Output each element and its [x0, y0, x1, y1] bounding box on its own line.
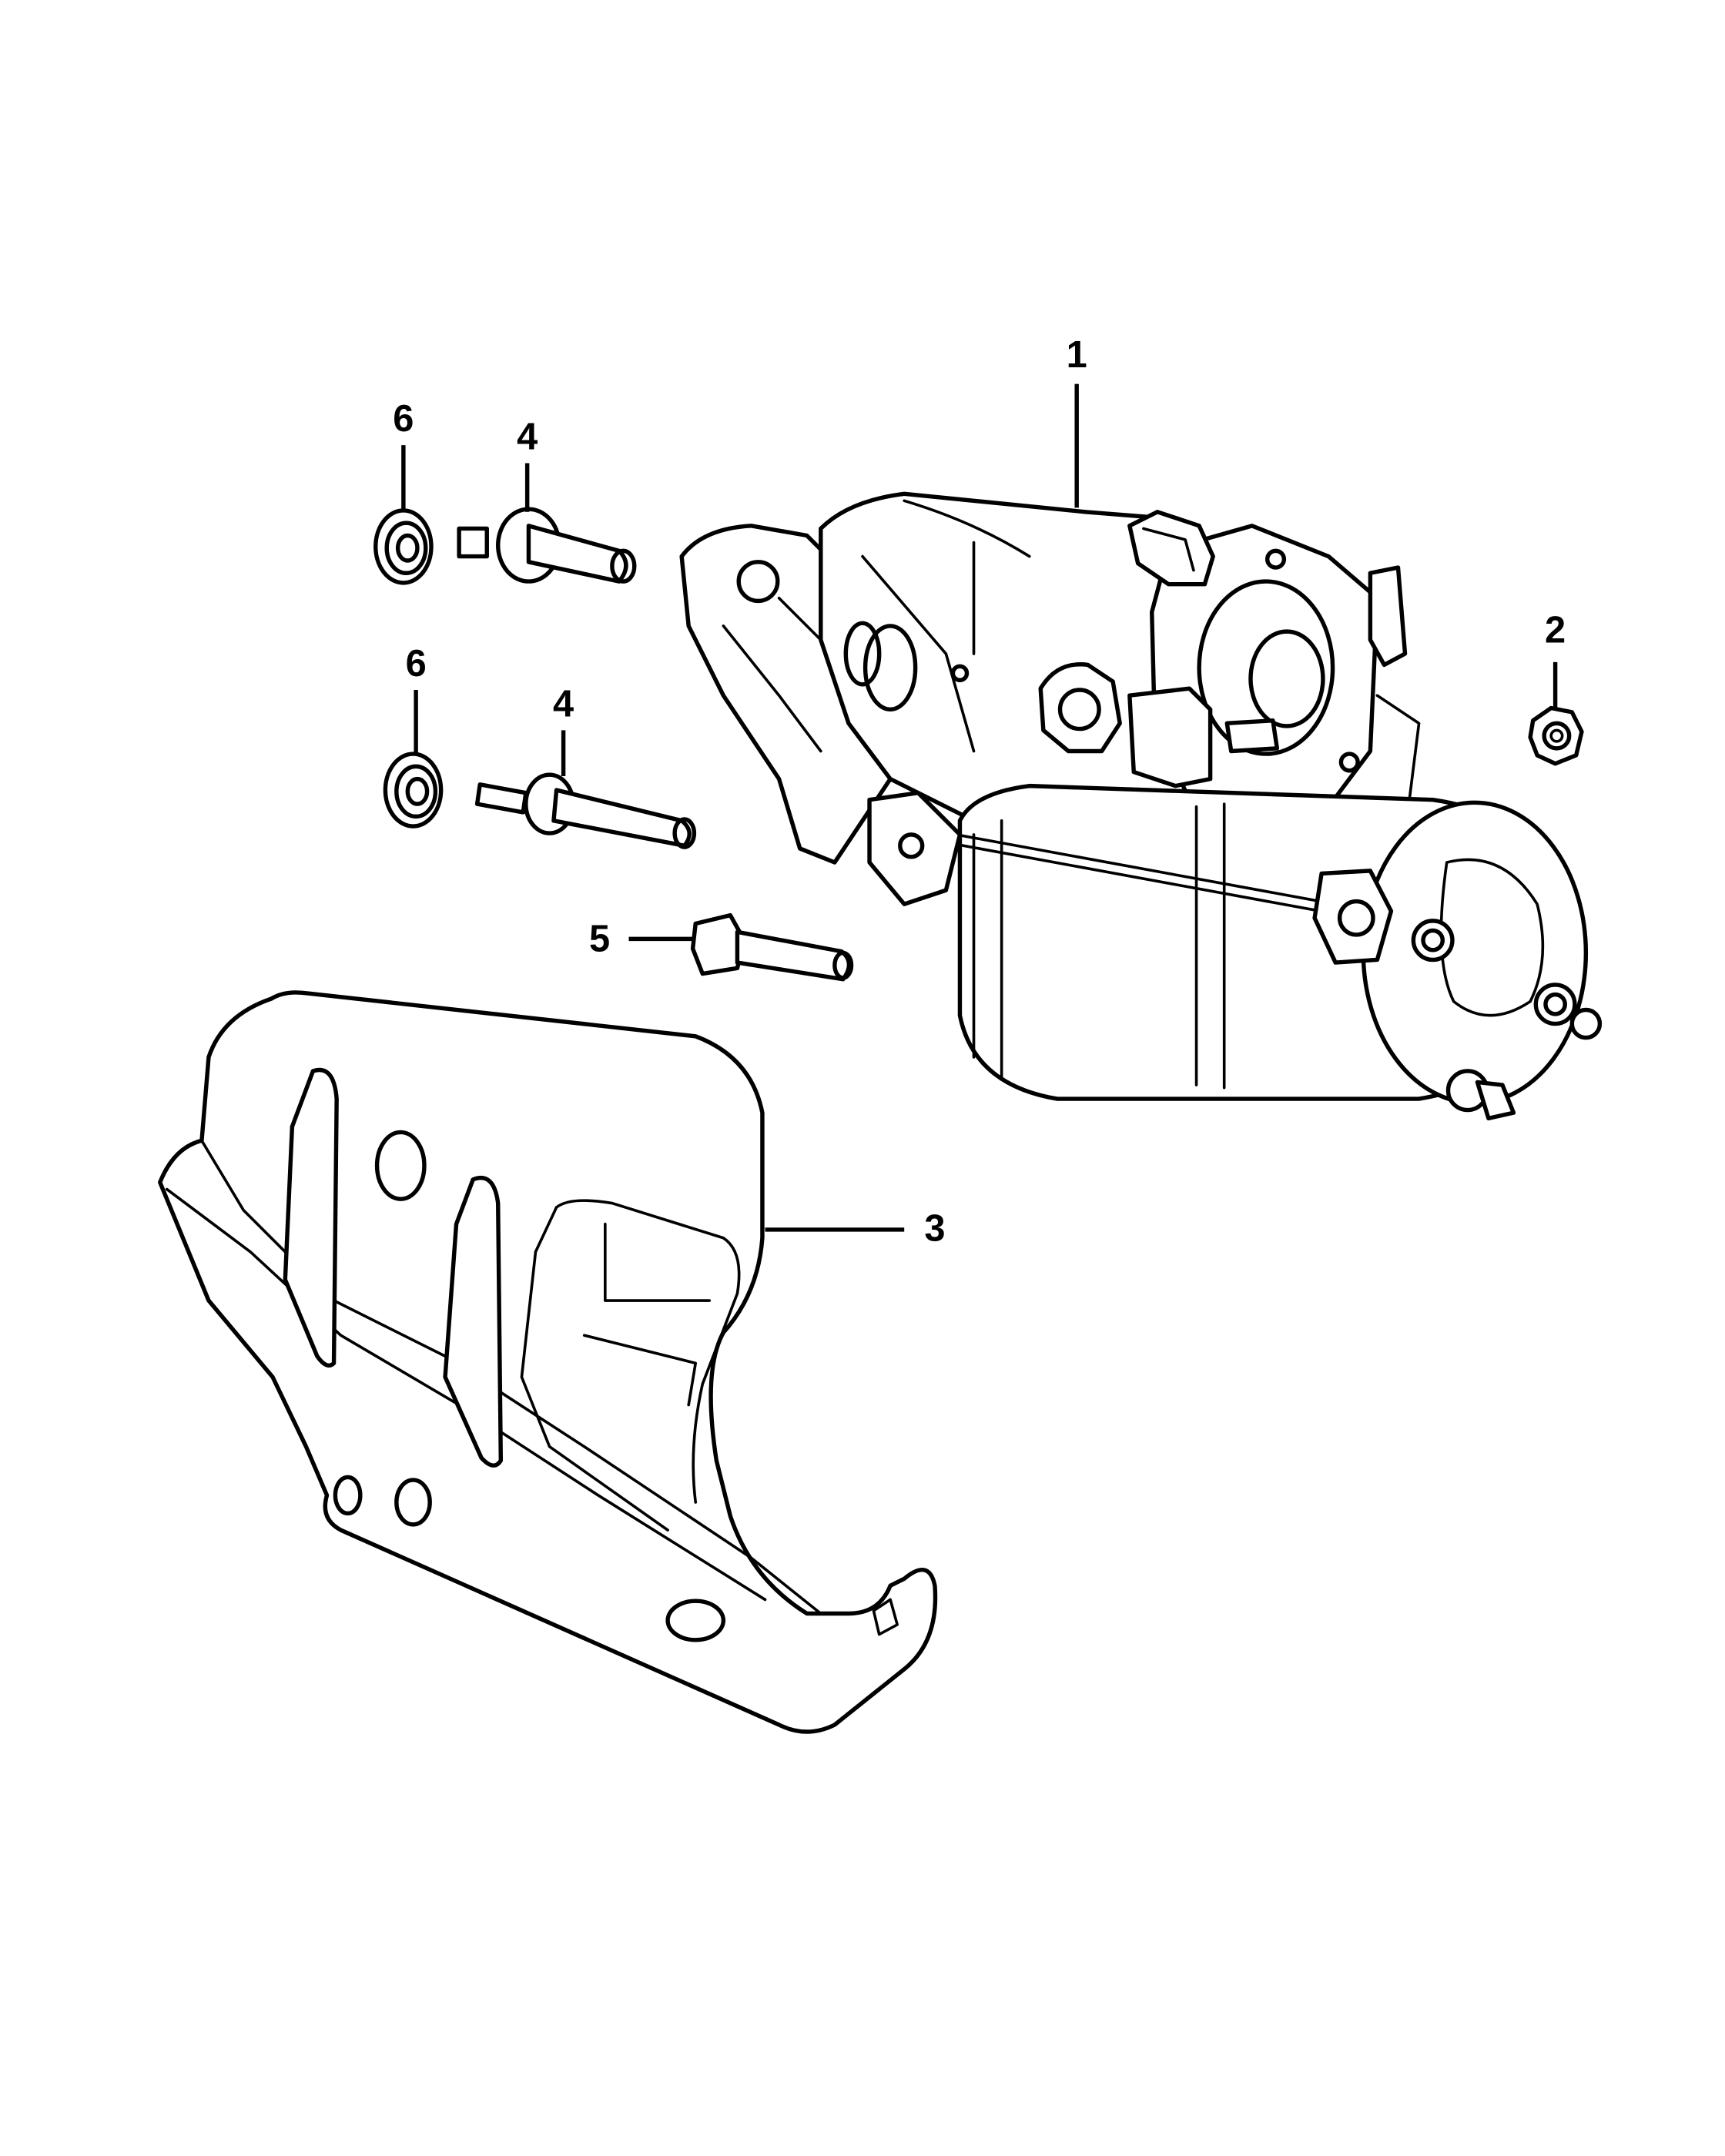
nut-washer-upper — [373, 508, 434, 585]
callout-4-lower: 4 — [553, 683, 574, 725]
callout-6-upper: 6 — [393, 398, 414, 440]
nut-washer-lower — [383, 752, 444, 829]
callout-6-lower: 6 — [406, 643, 427, 685]
callout-3: 3 — [924, 1207, 945, 1249]
callout-5: 5 — [589, 919, 610, 960]
callout-4-upper: 4 — [517, 416, 538, 457]
stud-bolt-upper — [457, 507, 637, 584]
heat-shield — [158, 990, 938, 1734]
callout-2: 2 — [1545, 610, 1566, 651]
stud-bolt-lower — [474, 772, 697, 849]
starter-motor — [679, 491, 1603, 1121]
bolt-part-5 — [690, 912, 854, 982]
leader-lines — [401, 383, 1558, 1232]
callout-1: 1 — [1067, 334, 1087, 376]
nut-part-2 — [1528, 705, 1584, 766]
